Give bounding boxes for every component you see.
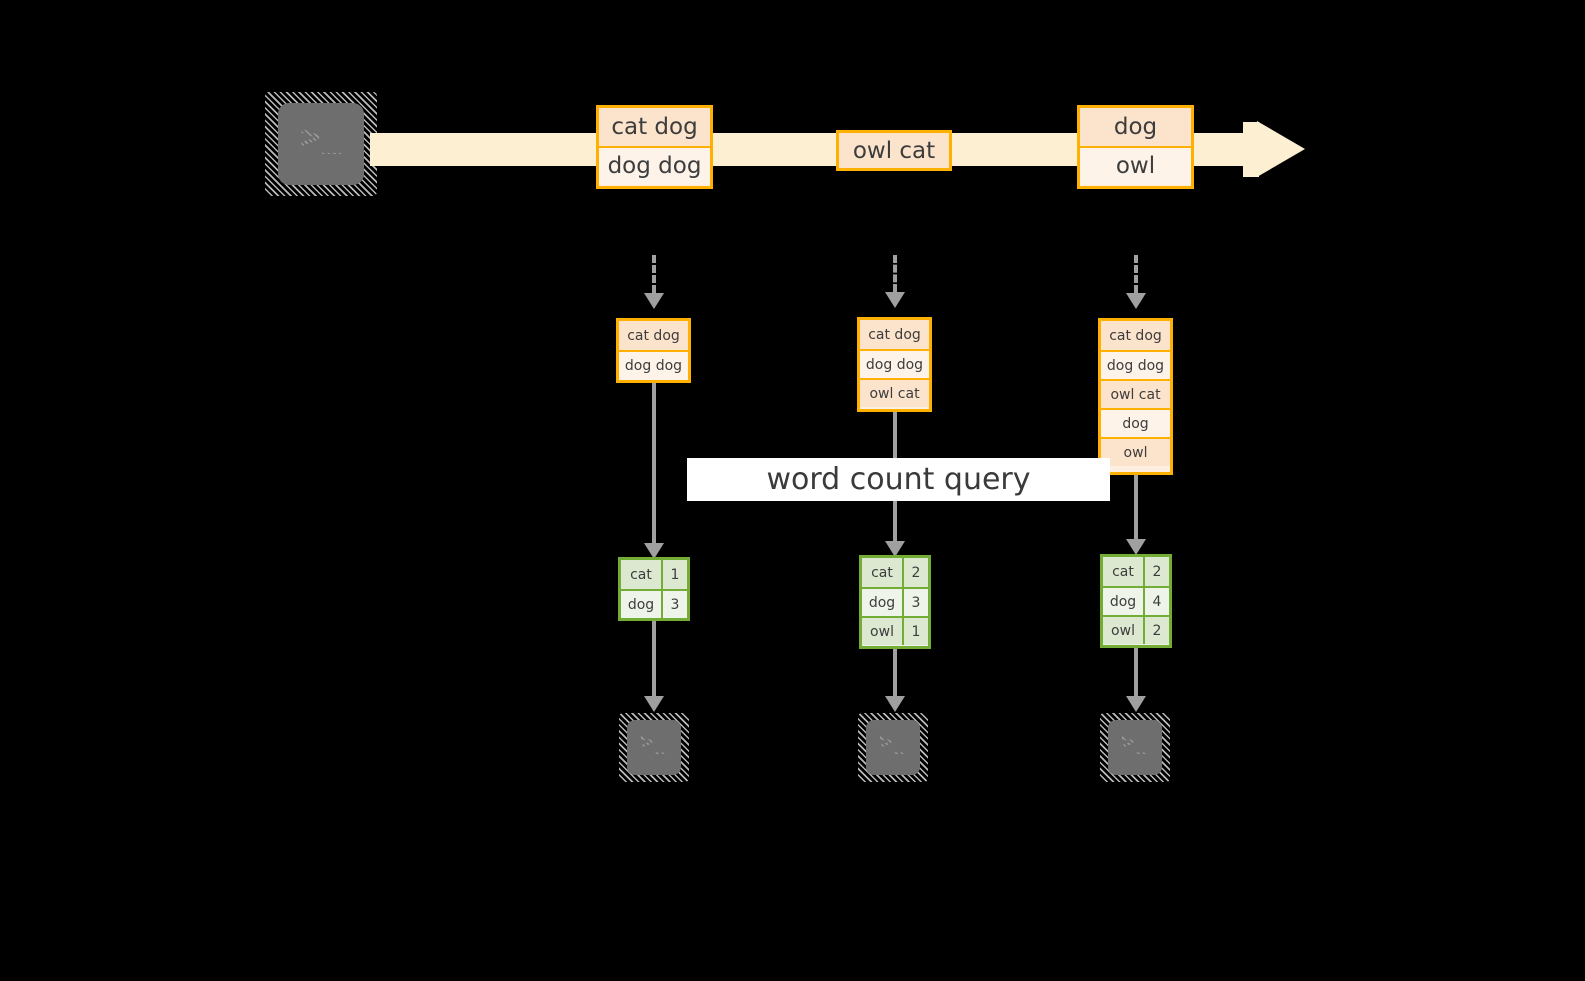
table-row: dog 4 (1103, 586, 1169, 615)
flow-arrow-head-3 (1126, 539, 1146, 555)
terminal-icon-sink-2: >_ (858, 713, 928, 782)
flow-line-1 (652, 383, 656, 543)
result-key: owl (1103, 617, 1145, 644)
table-row: cat 2 (862, 558, 928, 587)
flow-arrow-head-2 (885, 541, 905, 557)
terminal-prompt-glyph: >_ (640, 730, 667, 755)
result-value: 3 (663, 591, 687, 618)
result-key: cat (1103, 557, 1145, 586)
query-banner: word count query (687, 458, 1110, 501)
state-line: cat dog (619, 321, 688, 350)
state-line: owl cat (860, 378, 929, 407)
stream-arrow-head (1257, 121, 1305, 177)
flow-arrow-head-1 (644, 543, 664, 559)
state-line: dog (1101, 408, 1170, 437)
stream-event-box[interactable]: dog owl (1077, 105, 1194, 189)
dashed-down-arrow-icon-3 (1134, 255, 1138, 293)
flow-line-sink-1 (652, 621, 656, 696)
result-key: owl (862, 618, 904, 645)
table-row: owl 1 (862, 616, 928, 645)
terminal-prompt-glyph: >_ (300, 117, 343, 157)
state-box-3[interactable]: cat dog dog dog owl cat dog owl (1098, 318, 1173, 475)
state-line: dog dog (1101, 350, 1170, 379)
flow-line-sink-2 (893, 649, 897, 696)
state-box-2[interactable]: cat dog dog dog owl cat (857, 317, 932, 412)
result-key: dog (862, 589, 904, 616)
terminal-prompt-glyph: >_ (1121, 730, 1148, 755)
flow-line-3 (1134, 475, 1138, 539)
result-table-2[interactable]: cat 2 dog 3 owl 1 (859, 555, 931, 649)
result-value: 4 (1145, 588, 1169, 615)
state-line: cat dog (860, 320, 929, 349)
table-row: dog 3 (621, 589, 687, 618)
result-value: 2 (904, 558, 928, 587)
flow-arrow-head-sink-3 (1126, 696, 1146, 712)
state-line: dog dog (619, 350, 688, 380)
result-key: cat (862, 558, 904, 587)
stream-arrow-flange (1243, 122, 1259, 177)
terminal-face (1108, 720, 1162, 775)
terminal-icon-source: >_ (265, 92, 377, 196)
stream-event-line: dog dog (599, 146, 710, 184)
state-box-1[interactable]: cat dog dog dog (616, 318, 691, 383)
state-line: cat dog (1101, 321, 1170, 350)
result-table-3[interactable]: cat 2 dog 4 owl 2 (1100, 554, 1172, 648)
state-line: owl (1101, 437, 1170, 466)
state-line: dog dog (860, 349, 929, 378)
result-key: dog (621, 591, 663, 618)
flow-arrow-head-sink-2 (885, 696, 905, 712)
flow-line-sink-3 (1134, 648, 1138, 696)
result-value: 2 (1145, 557, 1169, 586)
result-value: 1 (904, 618, 928, 645)
table-row: owl 2 (1103, 615, 1169, 644)
terminal-face (627, 720, 681, 775)
result-key: dog (1103, 588, 1145, 615)
dashed-arrow-head-3 (1126, 293, 1146, 309)
result-value: 3 (904, 589, 928, 616)
terminal-icon-sink-3: >_ (1100, 713, 1170, 782)
query-banner-label: word count query (766, 462, 1031, 497)
flow-arrow-head-sink-1 (644, 696, 664, 712)
stream-event-box[interactable]: cat dog dog dog (596, 105, 713, 189)
table-row: cat 1 (621, 560, 687, 589)
terminal-icon-sink-1: >_ (619, 713, 689, 782)
dashed-down-arrow-icon-2 (893, 255, 897, 292)
terminal-face (866, 720, 920, 775)
stream-event-box[interactable]: owl cat (836, 130, 952, 171)
stream-event-line: cat dog (599, 108, 710, 146)
dashed-arrow-head-2 (885, 292, 905, 308)
result-value: 1 (663, 560, 687, 589)
stream-event-line: owl cat (839, 133, 949, 168)
stream-event-line: owl (1080, 146, 1191, 184)
dashed-arrow-head-1 (644, 293, 664, 309)
terminal-prompt-glyph: >_ (879, 730, 906, 755)
dashed-down-arrow-icon-1 (652, 255, 656, 293)
table-row: cat 2 (1103, 557, 1169, 586)
stream-event-line: dog (1080, 108, 1191, 146)
result-table-1[interactable]: cat 1 dog 3 (618, 557, 690, 621)
state-line: owl cat (1101, 379, 1170, 408)
terminal-face (278, 103, 364, 185)
result-key: cat (621, 560, 663, 589)
table-row: dog 3 (862, 587, 928, 616)
result-value: 2 (1145, 617, 1169, 644)
